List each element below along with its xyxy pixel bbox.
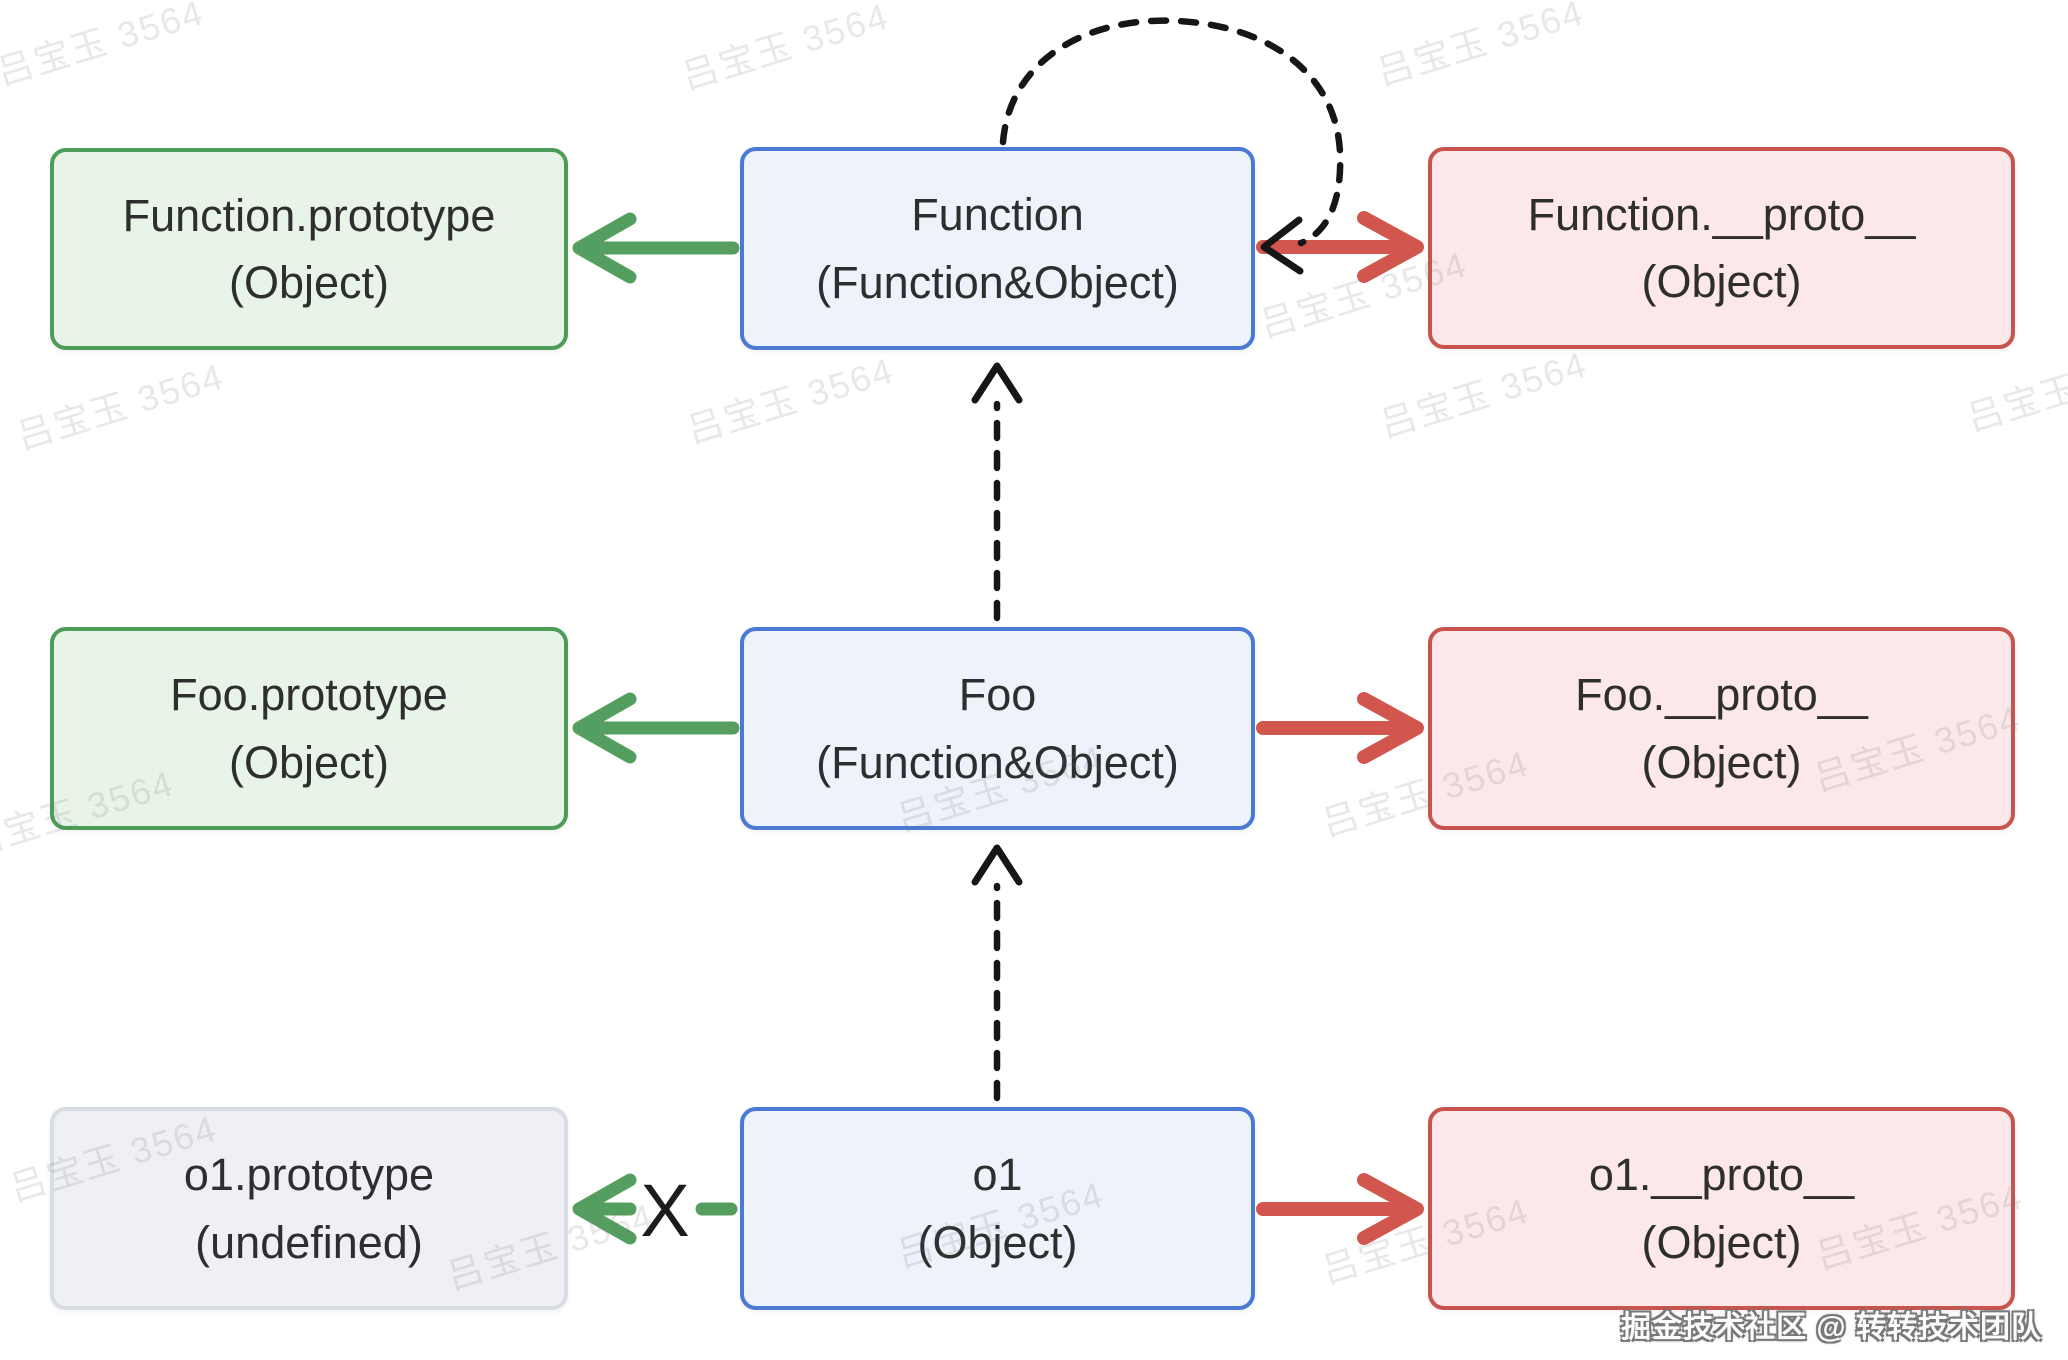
credit-watermark: 掘金技术社区 @ 转转技术团队 <box>1621 1311 2042 1344</box>
dashed-arrow-foo-to-function <box>971 362 1023 622</box>
broken-link-x: X <box>640 1169 689 1252</box>
arrow-o1-to-o1-proto <box>1256 1173 1424 1245</box>
box-function-prototype: Function.prototype (Object) <box>50 148 568 350</box>
arrow-foo-to-foo-prototype <box>572 692 740 764</box>
arrow-foo-to-foo-proto <box>1256 692 1424 764</box>
box-subtitle: (Object) <box>917 1216 1078 1268</box>
box-title: o1.__proto__ <box>1588 1149 1855 1200</box>
box-subtitle: (Object) <box>1641 736 1802 788</box>
box-subtitle: (Object) <box>1641 1216 1802 1268</box>
box-subtitle: (undefined) <box>195 1216 423 1268</box>
box-title: Function.__proto__ <box>1527 188 1916 240</box>
box-subtitle: (Function&Object) <box>816 736 1179 788</box>
dashed-arrow-o1-to-foo <box>971 844 1023 1102</box>
box-title: Foo.prototype <box>170 669 448 720</box>
box-subtitle: (Object) <box>228 257 390 308</box>
box-subtitle: (Function&Object) <box>816 256 1179 308</box>
box-function-proto: Function.__proto__ (Object) <box>1428 147 2015 349</box>
box-subtitle: (Object) <box>228 736 390 788</box>
box-title: Foo.__proto__ <box>1575 669 1868 720</box>
box-title: Function.prototype <box>122 189 496 241</box>
box-title: o1 <box>972 1149 1023 1200</box>
box-foo-prototype: Foo.prototype (Object) <box>50 627 568 830</box>
box-title: o1.prototype <box>183 1149 435 1200</box>
broken-arrow-o1-to-o1-prototype: X <box>572 1169 738 1252</box>
box-subtitle: (Object) <box>1641 256 1802 307</box>
arrow-function-to-function-prototype <box>572 212 740 284</box>
box-title: Function <box>911 189 1084 240</box>
box-o1-proto: o1.__proto__ (Object) <box>1428 1107 2015 1310</box>
box-foo: Foo (Function&Object) <box>740 627 1255 830</box>
box-o1: o1 (Object) <box>740 1107 1255 1310</box>
box-function: Function (Function&Object) <box>740 147 1255 350</box>
dashed-self-loop-function <box>999 17 1344 275</box>
arrow-function-to-function-proto <box>1256 211 1424 283</box>
box-o1-prototype: o1.prototype (undefined) <box>50 1107 568 1310</box>
box-title: Foo <box>958 669 1037 720</box>
box-foo-proto: Foo.__proto__ (Object) <box>1428 627 2015 830</box>
